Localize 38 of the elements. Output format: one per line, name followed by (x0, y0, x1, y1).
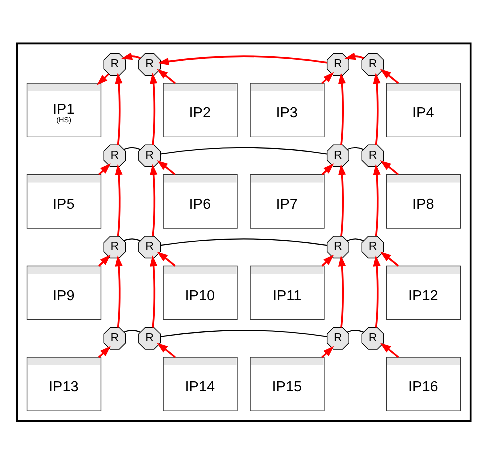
arrow (338, 255, 346, 328)
arrow (115, 255, 123, 328)
cluster (16, 42, 472, 422)
arrow (380, 342, 400, 358)
connector (160, 146, 328, 154)
arrow (157, 251, 176, 266)
connector (160, 238, 328, 246)
connector (347, 329, 364, 332)
arrow (115, 164, 123, 236)
arrow (380, 160, 400, 175)
arrow (373, 72, 381, 145)
connector (347, 146, 364, 150)
arrow (158, 55, 328, 66)
connector (124, 238, 141, 242)
arrow (150, 255, 158, 328)
arrow (122, 52, 141, 60)
arrow (373, 164, 381, 236)
arrow (322, 346, 334, 358)
arrow (150, 164, 158, 236)
arrow (157, 68, 176, 84)
arrow (322, 163, 334, 175)
connector (160, 330, 328, 337)
connector (124, 146, 141, 150)
arrow (338, 164, 346, 236)
arrow (157, 160, 176, 175)
arrow (338, 72, 346, 145)
arrow (98, 254, 111, 266)
arrow (150, 72, 158, 145)
connector (124, 329, 141, 332)
arrow (157, 342, 176, 358)
arrow (322, 254, 334, 266)
arrow (380, 68, 400, 84)
arrow (344, 52, 364, 60)
arrow (380, 251, 400, 266)
connector (347, 238, 364, 242)
arrow (373, 255, 381, 328)
arrow (115, 72, 123, 145)
arrow (98, 346, 111, 358)
